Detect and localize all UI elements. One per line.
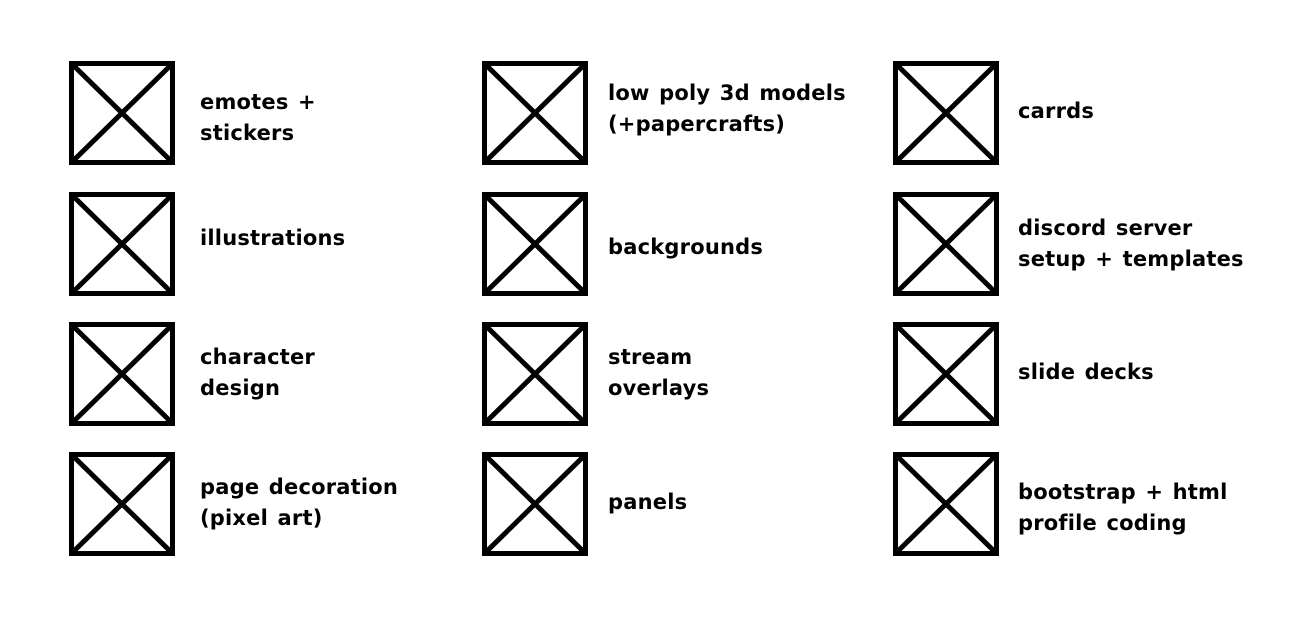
placeholder-label-discord-server-setup-templates: discord server setup + templates bbox=[1018, 216, 1244, 271]
placeholder-label-carrds: carrds bbox=[1018, 99, 1095, 123]
placeholder-label-stream-overlays: stream overlays bbox=[608, 345, 710, 400]
placeholder-label-emotes-stickers: emotes + stickers bbox=[200, 90, 316, 145]
crossed-box-placeholder-icon bbox=[69, 61, 175, 165]
crossed-box-placeholder-icon bbox=[893, 322, 999, 426]
placeholder-label-bootstrap-html-profile-coding: bootstrap + html profile coding bbox=[1018, 480, 1228, 535]
placeholder-label-slide-decks: slide decks bbox=[1018, 360, 1154, 384]
placeholder-label-illustrations: illustrations bbox=[200, 226, 346, 250]
crossed-box-placeholder-icon bbox=[893, 452, 999, 556]
placeholder-label-backgrounds: backgrounds bbox=[608, 235, 764, 259]
crossed-box-placeholder-icon bbox=[482, 61, 588, 165]
placeholder-label-page-decoration-pixel-art: page decoration (pixel art) bbox=[200, 475, 399, 530]
crossed-box-placeholder-icon bbox=[482, 192, 588, 296]
crossed-box-placeholder-icon bbox=[482, 452, 588, 556]
crossed-box-placeholder-icon bbox=[893, 61, 999, 165]
placeholder-label-low-poly-3d-models: low poly 3d models (+papercrafts) bbox=[608, 81, 846, 136]
crossed-box-placeholder-icon bbox=[69, 452, 175, 556]
crossed-box-placeholder-icon bbox=[69, 192, 175, 296]
crossed-box-placeholder-icon bbox=[69, 322, 175, 426]
placeholder-label-character-design: character design bbox=[200, 345, 315, 400]
placeholder-label-panels: panels bbox=[608, 490, 688, 514]
crossed-box-placeholder-icon bbox=[482, 322, 588, 426]
crossed-box-placeholder-icon bbox=[893, 192, 999, 296]
